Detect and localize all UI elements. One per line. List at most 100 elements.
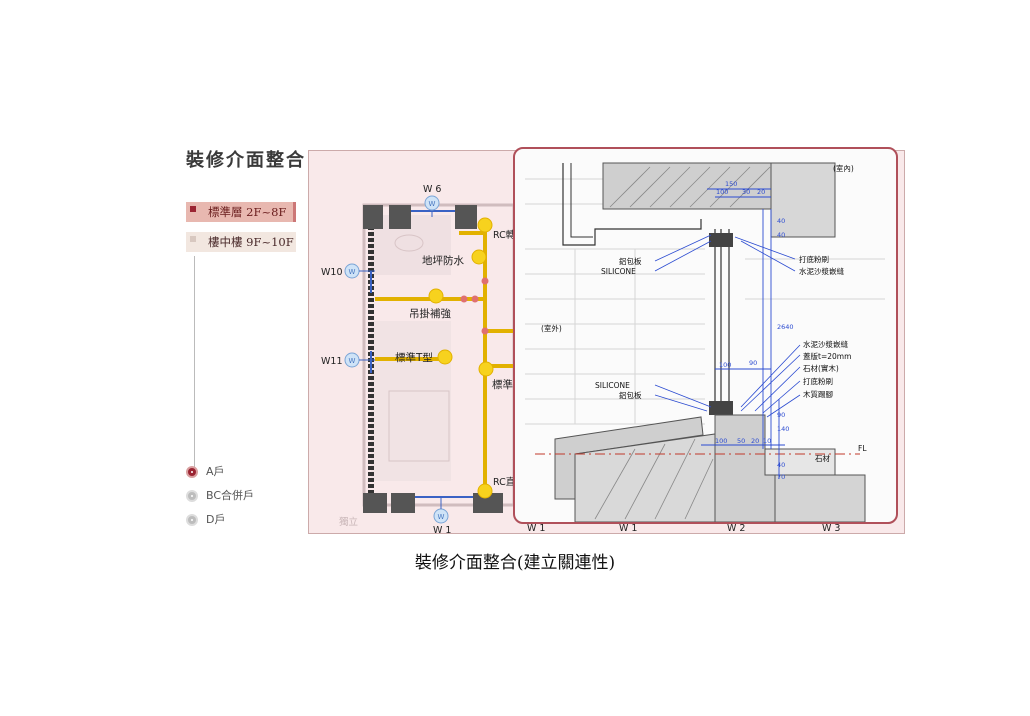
unit-a-label: A戶 [206, 465, 225, 478]
stone-finish [764, 448, 836, 476]
interface-marker[interactable] [471, 249, 487, 265]
dim-20: 20 [757, 188, 765, 196]
label-grout-bottom: 水泥沙漿嵌縫 [803, 339, 848, 349]
label-aluminum-panel-bottom: 鋁包板 [619, 390, 642, 400]
bottom-tag-w1a: W 1 [527, 523, 545, 534]
interface-marker[interactable] [428, 288, 444, 304]
dim-b20: 20 [751, 437, 759, 445]
interface-marker[interactable] [437, 349, 453, 365]
bottom-tag-w1b: W 1 [619, 523, 637, 534]
label-standard-partial: 標準 [492, 378, 513, 391]
interface-marker[interactable] [477, 483, 493, 499]
unit-item-a[interactable]: A戶 [186, 464, 225, 480]
label-floor-waterproof: 地坪防水 [422, 254, 464, 267]
bottom-tag-w3: W 3 [822, 523, 840, 534]
tag-w11: W11 [321, 356, 342, 367]
window-head [709, 233, 733, 247]
label-plaster-bottom: 打底粉刷 [803, 376, 833, 386]
pipe-joint [481, 277, 489, 285]
column [473, 493, 503, 513]
label-rc-turn: RC轉 [493, 229, 516, 241]
tag-w6: W 6 [423, 184, 441, 195]
marker-group [428, 217, 494, 499]
label-outdoor: (室外) [541, 323, 562, 333]
column [455, 205, 477, 229]
aluminum-panel-top [562, 163, 702, 246]
pipe-joint-group [460, 277, 489, 335]
label-grout-top: 水泥沙漿嵌縫 [799, 266, 844, 276]
tab-standard-floor[interactable]: 標準層 2F~8F [186, 202, 296, 222]
dim-v90: 90 [777, 411, 785, 419]
label-wood-skirting: 木質踢腳 [803, 389, 833, 399]
tag-w10: W10 [321, 267, 342, 278]
wall-tag-icons [344, 195, 449, 524]
dim-100: 100 [716, 188, 728, 196]
label-stone: 石材 [815, 453, 830, 463]
tab-active-marker [190, 206, 196, 212]
label-rc-straight: RC直 [493, 476, 516, 488]
label-standard-t: 標準T型 [395, 351, 433, 364]
dimension-texts: 150 100 30 20 40 40 2640 90 140 40 70 90… [715, 180, 794, 481]
interface-marker[interactable] [477, 217, 493, 233]
label-silicone-top: SILICONE [601, 267, 636, 276]
plan-labels: W 6 W10 W11 W 1 RC轉 地坪防水 吊掛補強 標準T型 標準 RC… [321, 184, 516, 536]
panel-inner [570, 163, 593, 238]
tag-w1: W 1 [433, 525, 451, 535]
unit-d-label: D戶 [206, 513, 226, 526]
bathtub-outline [394, 234, 424, 252]
room-shade [371, 321, 451, 481]
label-stone-wood: 石材(實木) [803, 363, 839, 373]
column [391, 493, 415, 513]
tab-mezzanine-floor[interactable]: 樓中樓 9F~10F [186, 232, 296, 252]
tag-letter: W [349, 357, 356, 365]
label-aluminum-panel-top: 鋁包板 [619, 256, 642, 266]
wall-column [770, 162, 836, 238]
tab-mezzanine-floor-label: 樓中樓 9F~10F [208, 235, 294, 249]
radio-icon [186, 514, 198, 526]
interface-marker[interactable] [478, 361, 494, 377]
dim-v40a: 40 [777, 217, 785, 225]
unit-bc-label: BC合併戶 [206, 489, 255, 502]
dim-v70: 70 [777, 473, 785, 481]
label-ceiling-reinforce: 吊掛補強 [409, 307, 451, 320]
dim-90: 90 [749, 359, 757, 367]
hatch [609, 166, 771, 208]
section-detail-window: (室內) (室外) 鋁包板 SILICONE SILICONE 鋁包板 打底粉刷… [513, 147, 898, 524]
tag-icon-letters: W W W W [349, 200, 445, 521]
tag-letter: W [429, 200, 436, 208]
floor-slab-right [774, 474, 866, 522]
dim-2640: 2640 [777, 323, 794, 331]
dim-b100: 100 [715, 437, 727, 445]
detail-bottom-tags: W 1 W 1 W 2 W 3 [527, 523, 840, 534]
label-faint: 獨立 [339, 516, 358, 528]
pipe-joint [471, 295, 479, 303]
dimension-lines [701, 188, 785, 479]
dim-30: 30 [742, 188, 750, 196]
window-sill [709, 401, 733, 415]
window-frame [714, 229, 730, 407]
wall-tag-icon[interactable] [424, 195, 440, 211]
figure-caption: 裝修介面整合(建立關連性) [414, 553, 616, 573]
column [389, 205, 411, 229]
tab-standard-floor-label: 標準層 2F~8F [208, 205, 287, 219]
dim-b50: 50 [737, 437, 745, 445]
hatch [594, 438, 714, 520]
detail-labels: (室內) (室外) 鋁包板 SILICONE SILICONE 鋁包板 打底粉刷… [541, 163, 867, 463]
dim-v40c: 40 [777, 461, 785, 469]
tab-inactive-marker [190, 236, 196, 242]
label-plaster-top: 打底粉刷 [799, 254, 829, 264]
bed-outline [388, 390, 450, 462]
unit-item-d[interactable]: D戶 [186, 512, 225, 528]
pipe-joint [481, 327, 489, 335]
radio-selected-icon [186, 466, 198, 478]
unit-item-bc[interactable]: BC合併戶 [186, 488, 254, 504]
dim-v140: 140 [777, 425, 789, 433]
leader-lines [654, 234, 801, 418]
label-fl: FL [858, 444, 867, 453]
dim-100-mid: 100 [719, 361, 731, 369]
label-cover-plate: 蓋版t=20mm [803, 351, 851, 361]
radio-icon [186, 490, 198, 502]
label-silicone-bottom: SILICONE [595, 381, 630, 390]
tag-letter: W [349, 268, 356, 276]
dim-v40b: 40 [777, 231, 785, 239]
